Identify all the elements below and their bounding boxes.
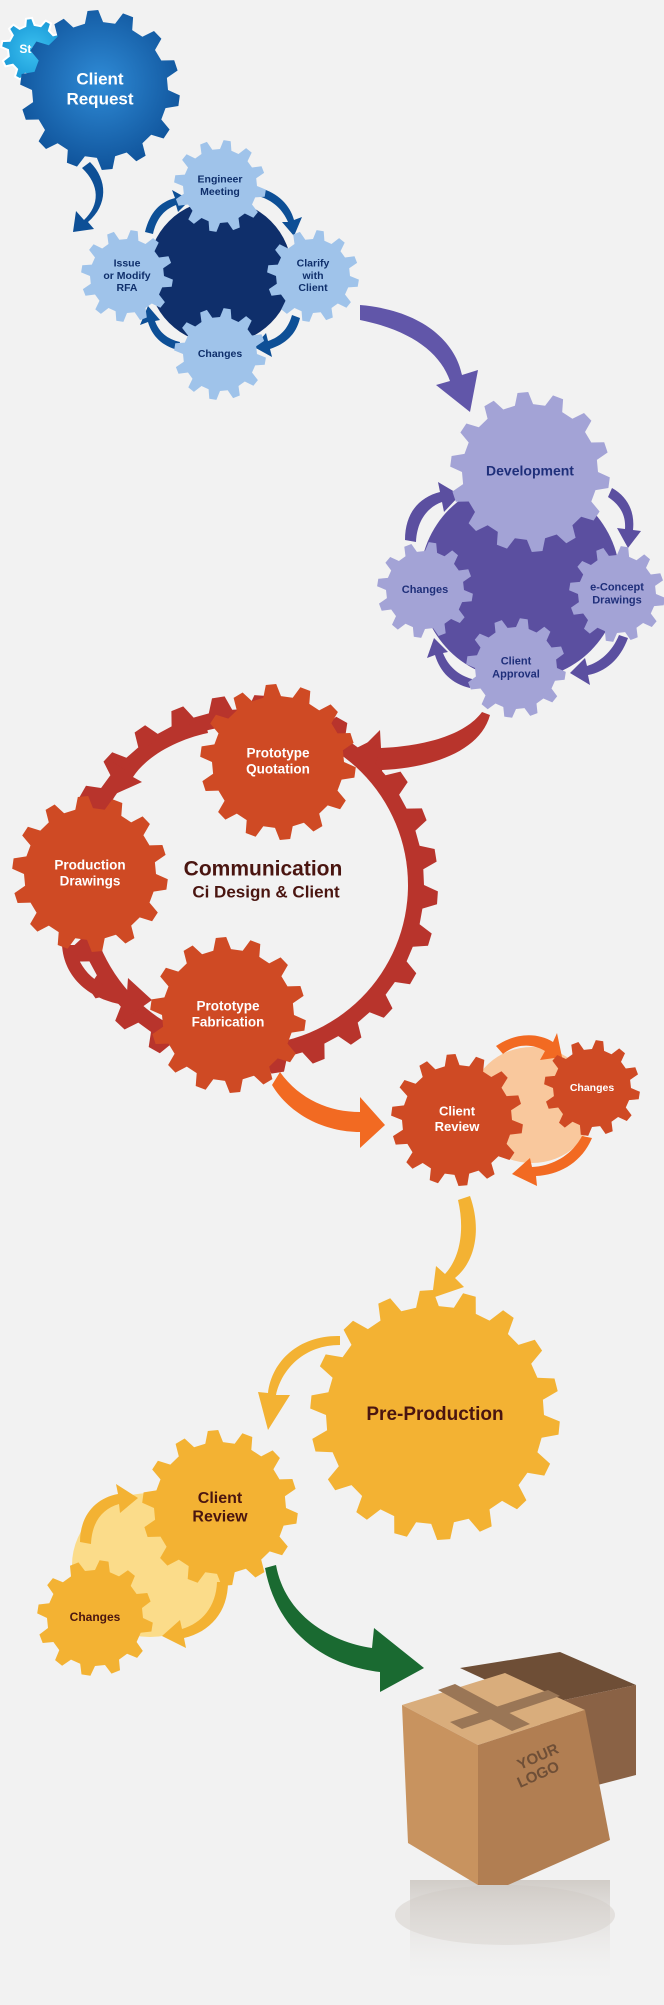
prototype-fabrication-gear-shape xyxy=(150,937,306,1093)
changes-4-gear: Changes xyxy=(37,1560,153,1676)
prototype-fabrication-gear-label: Prototype xyxy=(196,999,259,1014)
development-gear: Development xyxy=(450,392,610,552)
clarify-client-gear-label: Client xyxy=(298,282,328,294)
purple-cycle-arrow xyxy=(570,635,628,685)
changes-4-gear-label: Changes xyxy=(70,1610,121,1624)
arrow-approval-to-quotation xyxy=(352,712,490,788)
production-drawings-gear-shape xyxy=(12,796,168,952)
prototype-quotation-gear-label: Prototype xyxy=(246,746,309,761)
pre-production-gear: Pre-Production xyxy=(310,1290,560,1540)
front-box-left xyxy=(402,1705,478,1885)
engineer-meeting-gear-shape xyxy=(174,140,266,232)
econcept-gear-label: Drawings xyxy=(592,594,642,606)
front-box-tape xyxy=(450,1690,560,1729)
client-review-1-gear-shape xyxy=(391,1054,523,1186)
client-review-2-gear-label: Review xyxy=(192,1509,248,1526)
client-approval-gear-shape xyxy=(466,618,566,718)
review-2-cycle-arrow xyxy=(162,1582,228,1648)
issue-rfa-gear-label: Issue xyxy=(114,257,141,269)
blue-cycle-arrow xyxy=(140,306,180,350)
purple-cycle-arrow xyxy=(427,638,472,688)
purple-cycle-arrow xyxy=(608,488,641,548)
communication-title: Communication xyxy=(184,858,343,881)
issue-rfa-gear-shape xyxy=(81,230,173,322)
changes-2-gear: Changes xyxy=(377,542,473,638)
changes-2-gear-label: Changes xyxy=(402,584,448,596)
arrow-review-to-preproduction xyxy=(432,1196,476,1298)
prototype-quotation-gear-shape xyxy=(200,684,356,840)
client-review-2-gear-label: Client xyxy=(198,1490,243,1507)
clarify-client-gear-label: with xyxy=(302,270,324,282)
client-review-1-gear-label: Client xyxy=(439,1104,476,1119)
changes-3-gear-label: Changes xyxy=(570,1082,615,1094)
blue-hub xyxy=(148,200,292,344)
client-request-gear-label: Client xyxy=(76,69,124,88)
arrow-request-to-issue xyxy=(73,162,104,232)
issue-rfa-gear-label: or Modify xyxy=(103,270,150,282)
changes-1-gear-shape xyxy=(174,308,266,400)
client-review-1-gear-label: Review xyxy=(435,1119,481,1134)
clarify-client-gear-label: Clarify xyxy=(297,257,330,269)
prototype-fabrication-gear-label: Fabrication xyxy=(192,1015,265,1030)
pre-production-gear-label: Pre-Production xyxy=(366,1404,503,1425)
front-box-right xyxy=(478,1710,610,1885)
clarify-client-gear-shape xyxy=(267,230,359,322)
econcept-gear-label: e-Concept xyxy=(590,581,644,593)
review-2-cycle-arrow xyxy=(80,1484,138,1544)
review-1-cycle-arrow xyxy=(496,1033,562,1060)
pre-production-gear-shape xyxy=(310,1290,560,1540)
arrow-preproduction-to-review xyxy=(258,1335,340,1430)
gear-layer: StartClientRequestEngineerMeetingIssueor… xyxy=(0,10,664,1676)
prototype-quotation-gear-label: Quotation xyxy=(246,762,310,777)
client-review-2-gear-shape xyxy=(142,1430,298,1586)
arrow-rfa-to-development xyxy=(360,305,478,412)
issue-rfa-gear-label: RFA xyxy=(117,282,138,294)
econcept-gear-shape xyxy=(569,546,664,642)
purple-cycle-arrow xyxy=(405,482,460,542)
engineer-meeting-gear-label: Engineer xyxy=(198,174,243,186)
production-drawings-gear-label: Production xyxy=(54,858,125,873)
changes-4-gear-shape xyxy=(37,1560,153,1676)
changes-1-gear: Changes xyxy=(174,308,266,400)
arrow-quotation-to-drawings xyxy=(113,720,208,795)
arrow-drawings-to-fabrication xyxy=(62,945,152,1020)
changes-3-gear-shape xyxy=(544,1040,640,1136)
development-gear-label: Development xyxy=(486,463,574,479)
production-drawings-gear-label: Drawings xyxy=(60,874,121,889)
review-1-cycle-arrow xyxy=(512,1136,592,1186)
box-reflection xyxy=(410,1880,610,1990)
blue-cycle-arrow xyxy=(258,188,302,236)
arrow-fabrication-to-review xyxy=(272,1072,385,1148)
changes-3-gear: Changes xyxy=(544,1040,640,1136)
flow-arrows xyxy=(73,162,490,1692)
blue-cycle-arrow xyxy=(254,315,300,357)
changes-1-gear-label: Changes xyxy=(198,348,243,360)
communication-subtitle: Ci Design & Client xyxy=(192,882,340,901)
shipping-box-icon: YOUR LOGO xyxy=(395,1652,636,1990)
client-approval-gear-label: Approval xyxy=(492,668,540,680)
engineer-meeting-gear-label: Meeting xyxy=(200,186,240,198)
client-request-gear-label: Request xyxy=(66,89,133,108)
front-box-tape xyxy=(438,1684,530,1731)
arrow-review-to-box xyxy=(265,1565,424,1692)
back-box-top xyxy=(460,1652,636,1705)
changes-2-gear-shape xyxy=(377,542,473,638)
client-request-gear-shape xyxy=(20,10,180,170)
client-approval-gear-label: Client xyxy=(501,655,532,667)
development-gear-shape xyxy=(450,392,610,552)
